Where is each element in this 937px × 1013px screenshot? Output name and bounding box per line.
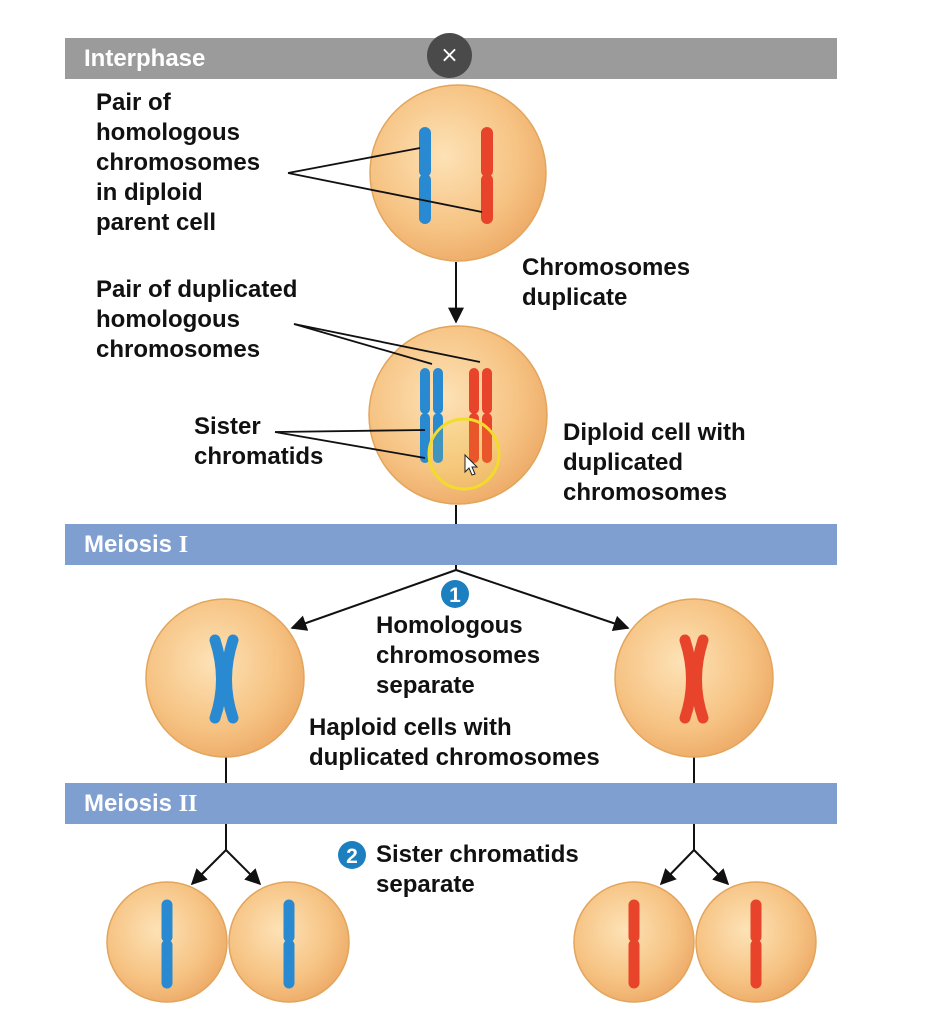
interphase-title: Interphase bbox=[84, 45, 206, 72]
label-sister-separate: Sister chromatids separate bbox=[376, 841, 579, 898]
meiosis2-right-arrow-b bbox=[693, 849, 730, 886]
step-number-1: 1 bbox=[449, 584, 461, 607]
step-badge-1: 1 bbox=[441, 580, 469, 608]
x-chromosome-blue bbox=[209, 634, 239, 724]
duplicated-cell bbox=[368, 325, 548, 505]
label-sister-chromatids: Sister chromatids bbox=[194, 413, 324, 470]
close-button[interactable]: × bbox=[427, 33, 472, 78]
mouse-pointer-icon bbox=[427, 417, 501, 491]
meiosis1-right-arrow bbox=[455, 569, 630, 631]
meiosis-2-numeral: II bbox=[178, 791, 198, 817]
cells bbox=[106, 84, 817, 1003]
meiosis2-left-arrow-a bbox=[190, 849, 227, 886]
label-pair-homologous: Pair of homologous chromosomes in diploi… bbox=[96, 89, 261, 236]
meiosis-2-title: Meiosis bbox=[84, 790, 173, 817]
meiosis-2-band: Meiosis II bbox=[65, 783, 837, 824]
meiosis2-right-arrow-a bbox=[659, 849, 695, 886]
close-icon: × bbox=[440, 43, 459, 68]
step-number-2: 2 bbox=[346, 845, 358, 868]
meiosis1-left-arrow bbox=[290, 569, 457, 631]
meiosis-1-band: Meiosis I bbox=[65, 524, 837, 565]
parent-cell bbox=[369, 84, 547, 262]
x-chromosome-red bbox=[679, 634, 709, 724]
label-pair-duplicated: Pair of duplicated homologous chromosome… bbox=[96, 276, 298, 363]
chromosomes bbox=[161, 127, 762, 989]
step-badge-2: 2 bbox=[338, 841, 366, 869]
label-homologous-separate: Homologous chromosomes separate bbox=[376, 612, 541, 699]
meiosis-1-numeral: I bbox=[178, 532, 189, 558]
label-chromosomes-duplicate: Chromosomes duplicate bbox=[522, 254, 691, 311]
label-diploid-cell: Diploid cell with duplicated chromosomes bbox=[563, 419, 746, 506]
meiosis2-left-arrow-b bbox=[225, 849, 262, 886]
meiosis-1-title: Meiosis bbox=[84, 531, 173, 558]
leader-lines bbox=[274, 147, 483, 459]
label-haploid-cells: Haploid cells with duplicated chromosome… bbox=[309, 714, 600, 771]
